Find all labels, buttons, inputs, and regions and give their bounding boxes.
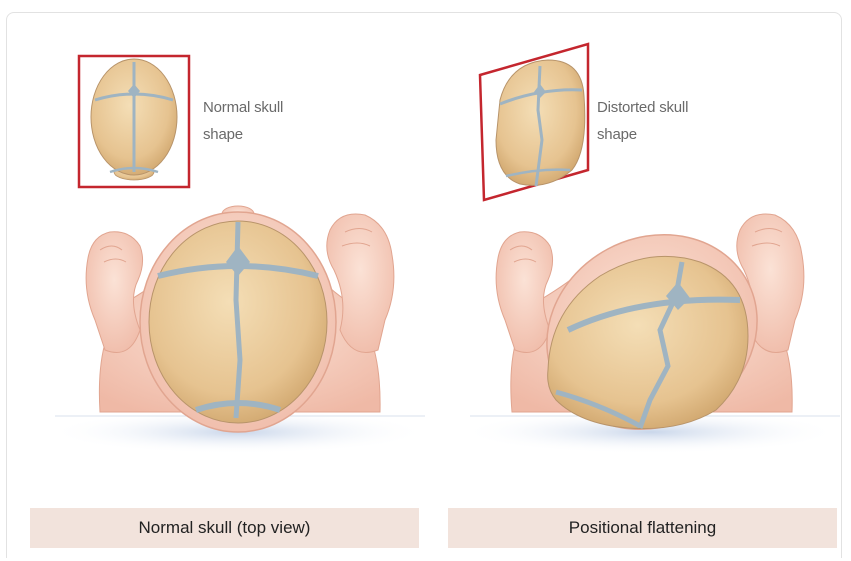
left-baby-arm-l (86, 232, 142, 353)
right-annotation-line1: Distorted skull (597, 94, 688, 121)
left-small-skull (91, 59, 177, 180)
left-caption: Normal skull (top view) (30, 508, 419, 548)
right-annotation-line2: shape (597, 121, 688, 148)
right-annotation: Distorted skull shape (597, 94, 688, 148)
left-annotation-line2: shape (203, 121, 283, 148)
right-baby-arm-l (496, 232, 552, 353)
left-large-skull (149, 221, 327, 423)
left-annotation: Normal skull shape (203, 94, 283, 148)
right-caption: Positional flattening (448, 508, 837, 548)
right-small-skull (496, 60, 585, 186)
left-annotation-line1: Normal skull (203, 94, 283, 121)
